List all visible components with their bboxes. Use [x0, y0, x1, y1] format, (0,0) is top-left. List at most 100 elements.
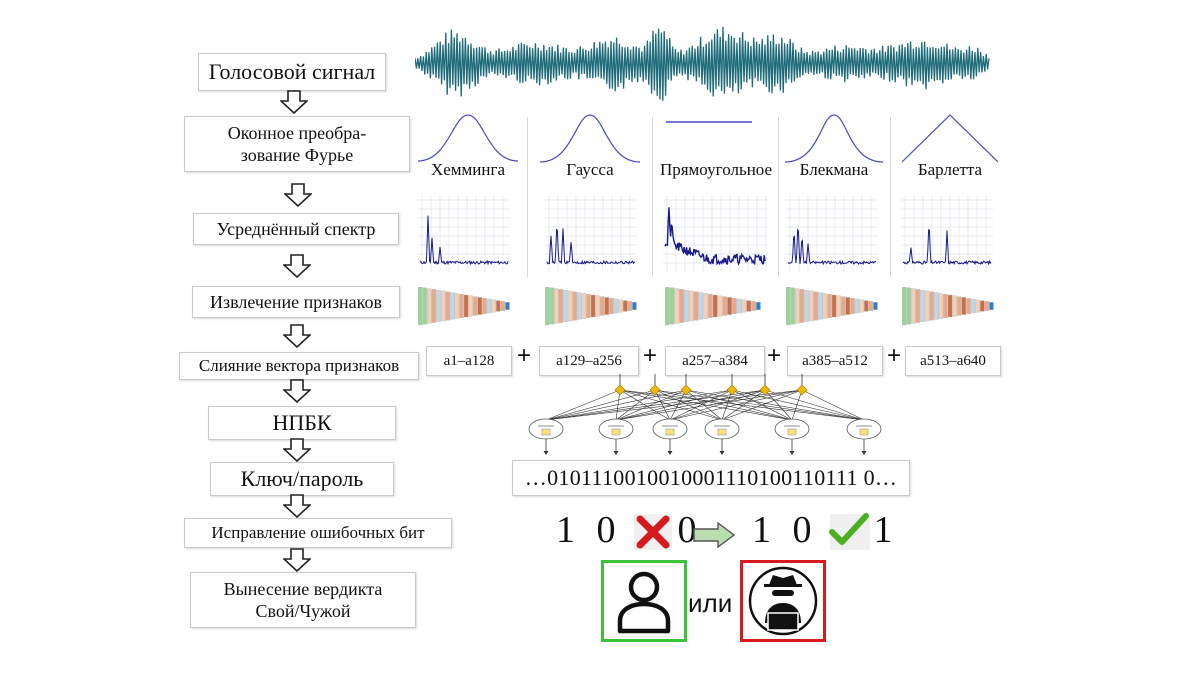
feature-bar-segment — [799, 289, 805, 323]
window-curve-bartlett — [902, 114, 998, 163]
feature-bar-segment — [902, 287, 907, 326]
nn-activation — [665, 428, 675, 436]
spectrum-bartlett — [901, 196, 993, 272]
feature-bar-segment — [609, 297, 614, 315]
bits-before: 1 0 1 0 — [556, 509, 703, 551]
cross-icon — [634, 514, 672, 550]
feature-bar-segment — [924, 290, 930, 322]
bitstring-text: …0101110010010001110100110111 0… — [524, 465, 898, 490]
feature-range-1: a1–a128 — [426, 346, 512, 376]
feature-bar-segment — [600, 296, 605, 316]
feature-bar-segment — [952, 295, 957, 317]
nn-output-arrow — [861, 451, 867, 455]
column-separator — [778, 117, 779, 277]
step-label: Ключ/пароль — [240, 466, 364, 492]
nn-input-node — [796, 384, 808, 396]
feature-bar-segment — [463, 294, 469, 318]
nn-input-node — [649, 384, 661, 396]
feature-bar-segment — [440, 290, 446, 322]
feature-bar-segment — [698, 292, 704, 320]
window-curve-blackman — [785, 114, 883, 163]
feature-bar-segment — [563, 290, 568, 323]
spectrum-gauss — [545, 196, 637, 272]
feature-bar-segment — [491, 299, 496, 313]
feature-bar-segment — [751, 301, 756, 311]
feature-bar-segment — [422, 287, 427, 325]
feature-bar-segment — [618, 299, 623, 313]
feature-bar-segment — [436, 290, 441, 323]
feature-bar-segment — [947, 294, 953, 318]
feature-bar-segment — [495, 300, 501, 312]
feature-bar-blackman — [786, 287, 878, 326]
feature-range-4: a385–a512 — [787, 346, 883, 376]
feature-bar-segment — [581, 293, 587, 319]
step-voice-signal: Голосовой сигнал — [198, 53, 386, 91]
feature-bar-segment — [708, 293, 713, 319]
feature-bar-segment — [804, 290, 809, 323]
step-npbk: НПБК — [208, 406, 396, 440]
feature-bar-segment — [549, 287, 554, 325]
nn-output-arrow — [543, 451, 549, 455]
down-arrow-icon — [284, 183, 312, 207]
user-icon — [617, 571, 671, 634]
column-separator — [527, 117, 528, 277]
bitstring-box: …0101110010010001110100110111 0… — [512, 460, 910, 496]
feature-bar-segment — [822, 293, 828, 319]
nn-activation — [717, 428, 727, 436]
window-label-rectangular: Прямоугольное — [659, 160, 773, 179]
down-arrow-icon — [283, 324, 311, 348]
check-icon — [829, 513, 870, 550]
feature-range-2: a129–a256 — [539, 346, 639, 376]
feature-bar-segment — [477, 297, 483, 315]
nn-input-node — [726, 384, 738, 396]
feature-bar-segment — [808, 290, 814, 322]
feature-bar-segment — [590, 294, 596, 318]
step-stft: Оконное преобра- зование Фурье — [184, 116, 410, 172]
down-arrow-icon — [283, 548, 311, 572]
or-label: или — [688, 588, 733, 618]
feature-bar-segment — [553, 288, 559, 324]
feature-bar-segment — [859, 299, 864, 313]
feature-bar-segment — [688, 290, 694, 322]
feature-bar-segment — [863, 300, 869, 312]
feature-bar-segment — [717, 295, 723, 317]
feature-bar-segment — [622, 300, 628, 312]
feature-bar-segment — [454, 293, 460, 319]
feature-range-3: a257–a384 — [665, 346, 765, 376]
feature-bar-segment — [736, 298, 742, 314]
nn-activation — [541, 428, 551, 436]
feature-bar-segment — [567, 290, 573, 322]
feature-bar-segment — [741, 299, 747, 313]
feature-bar-segment — [468, 295, 473, 317]
feature-bar-segment — [450, 292, 455, 320]
feature-bar-segment — [836, 295, 841, 317]
feature-bar-segment — [482, 297, 487, 315]
spectrum-hamming — [418, 196, 510, 272]
step-error-correction: Исправление ошибочных бит — [184, 518, 452, 548]
nn-activation — [787, 428, 797, 436]
feature-bar-segment — [786, 287, 791, 326]
feature-bar-gauss — [545, 287, 637, 326]
voice-waveform — [415, 26, 990, 101]
column-separator — [652, 117, 653, 277]
feature-bar-segment — [979, 300, 985, 312]
feature-bar-segment — [545, 287, 550, 326]
plus-sign: + — [517, 342, 532, 369]
step-label: Исправление ошибочных бит — [211, 523, 425, 543]
step-label: Оконное преобра- зование Фурье — [227, 122, 367, 166]
user-icon-frame — [601, 560, 687, 642]
feature-bar-segment — [929, 291, 934, 321]
step-feature-fusion: Слияние вектора признаков — [179, 352, 419, 380]
down-arrow-icon — [283, 438, 311, 462]
feature-bar-segment — [505, 301, 510, 310]
feature-bar-segment — [604, 297, 610, 315]
feature-bar-segment — [665, 287, 670, 326]
down-arrow-icon — [283, 254, 311, 278]
neural-network-diagram — [528, 374, 882, 455]
feature-bar-segment — [500, 301, 506, 311]
step-key-password: Ключ/пароль — [210, 462, 394, 496]
feature-bar-segment — [920, 290, 925, 323]
step-label: НПБК — [272, 410, 332, 436]
feature-bar-segment — [873, 301, 878, 310]
step-label: Усреднённый спектр — [216, 218, 376, 239]
